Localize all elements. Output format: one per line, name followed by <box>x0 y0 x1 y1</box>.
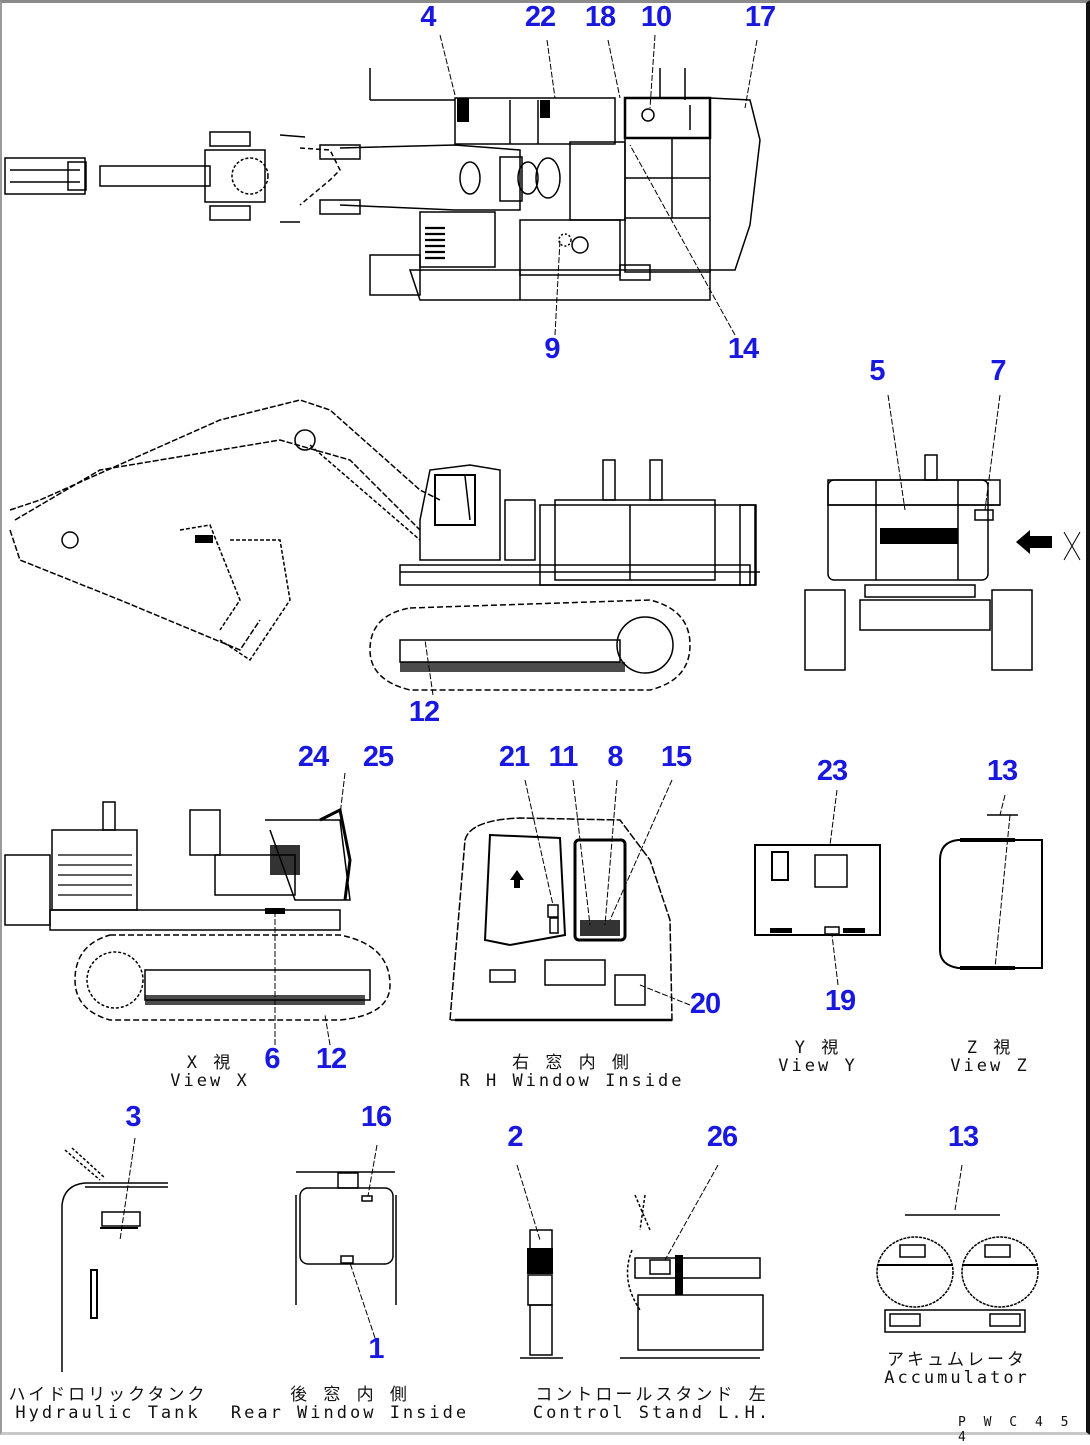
callout-6: 6 <box>264 1043 280 1075</box>
callout-15: 15 <box>660 741 692 773</box>
callout-24: 24 <box>297 741 329 773</box>
callout-7: 7 <box>990 355 1006 387</box>
control-stand-drawing <box>520 1194 764 1359</box>
part-reference: P W C 4 5 4 <box>958 1415 1074 1445</box>
callout-22: 22 <box>524 1 556 33</box>
callout-10: 10 <box>640 1 672 33</box>
callout-17: 17 <box>744 1 776 33</box>
callout-12-viewx: 12 <box>315 1043 347 1075</box>
caption-en: Control Stand L.H. <box>532 1402 772 1423</box>
callout-11: 11 <box>548 741 579 773</box>
rear-window-drawing <box>295 1171 397 1305</box>
caption-jp: Z 視 <box>966 1038 1014 1058</box>
caption-jp: Y 視 <box>794 1038 842 1058</box>
view-y-drawing <box>754 844 881 936</box>
caption-en: Accumulator <box>884 1367 1030 1388</box>
caption-jp: X 視 <box>186 1053 234 1073</box>
callout-14: 14 <box>727 333 759 365</box>
caption-jp: ハイドロリックタンク <box>8 1385 208 1405</box>
callout-8: 8 <box>607 741 623 773</box>
callout-1: 1 <box>368 1333 384 1365</box>
callout-4: 4 <box>420 1 436 33</box>
caption-en: View X <box>170 1070 250 1091</box>
callout-21: 21 <box>498 741 530 773</box>
hydraulic-tank-drawing <box>61 1147 168 1372</box>
callout-16: 16 <box>360 1101 392 1133</box>
leader-lines <box>119 34 1011 1339</box>
callout-9: 9 <box>544 333 560 365</box>
callout-20: 20 <box>689 988 721 1020</box>
accumulator-drawing <box>876 1214 1039 1333</box>
callout-13-accumulator: 13 <box>947 1121 979 1153</box>
side-view-drawing <box>9 399 760 691</box>
rh-window-drawing <box>449 817 673 1022</box>
callout-13-viewz: 13 <box>986 755 1018 787</box>
top-view-drawing <box>4 68 761 301</box>
caption-en: Hydraulic Tank <box>15 1402 201 1423</box>
caption-jp: 右 窓 内 側 <box>512 1053 632 1073</box>
caption-jp: 後 窓 内 側 <box>290 1385 410 1405</box>
caption-en: View Y <box>778 1055 858 1076</box>
callout-25: 25 <box>362 741 394 773</box>
view-x-drawing <box>4 801 391 1021</box>
caption-en: View Z <box>950 1055 1030 1076</box>
callout-18: 18 <box>584 1 616 33</box>
callout-2: 2 <box>507 1121 523 1153</box>
callout-19: 19 <box>824 985 856 1017</box>
caption-en: Rear Window Inside <box>230 1402 470 1423</box>
caption-jp: アキュムレータ <box>887 1350 1027 1370</box>
callout-3: 3 <box>125 1101 141 1133</box>
callout-26: 26 <box>706 1121 738 1153</box>
caption-en: R H Window Inside <box>459 1070 685 1091</box>
callout-23: 23 <box>816 755 848 787</box>
caption-jp: コントロールスタンド 左 <box>535 1385 769 1405</box>
rear-view-drawing <box>804 454 1081 671</box>
callout-12-side: 12 <box>408 696 440 728</box>
view-z-drawing <box>939 814 1043 970</box>
callout-5: 5 <box>869 355 885 387</box>
